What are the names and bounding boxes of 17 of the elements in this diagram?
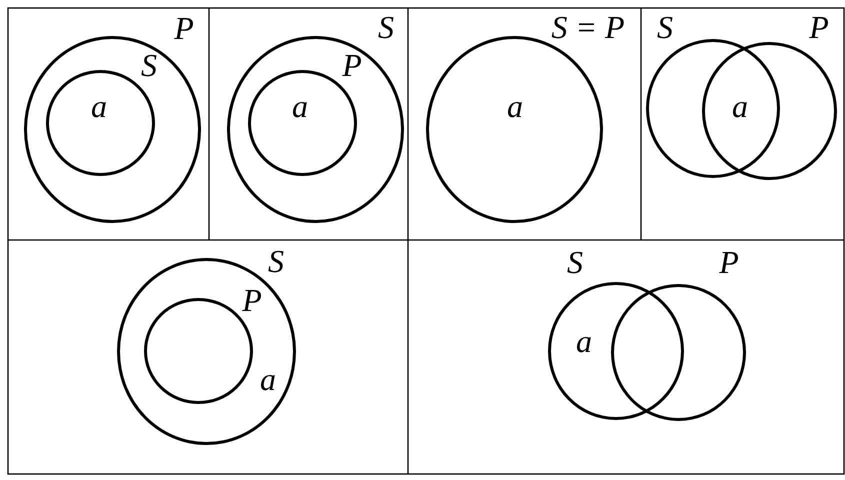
set-label: S <box>657 11 673 43</box>
set-label: S = P <box>551 11 625 43</box>
element-label: a <box>292 90 308 122</box>
set-label: P <box>342 49 362 81</box>
set-label: P <box>174 12 194 44</box>
element-label: a <box>260 363 276 395</box>
set-label: S <box>141 49 157 81</box>
element-label: a <box>576 325 592 357</box>
set-label: P <box>809 11 829 43</box>
set-label: S <box>378 11 394 43</box>
element-label: a <box>507 90 523 122</box>
set-label: S <box>567 246 583 278</box>
element-label: a <box>91 90 107 122</box>
set-label: P <box>242 284 262 316</box>
set-label: S <box>268 245 284 277</box>
element-label: a <box>732 90 748 122</box>
set-label: P <box>719 246 739 278</box>
